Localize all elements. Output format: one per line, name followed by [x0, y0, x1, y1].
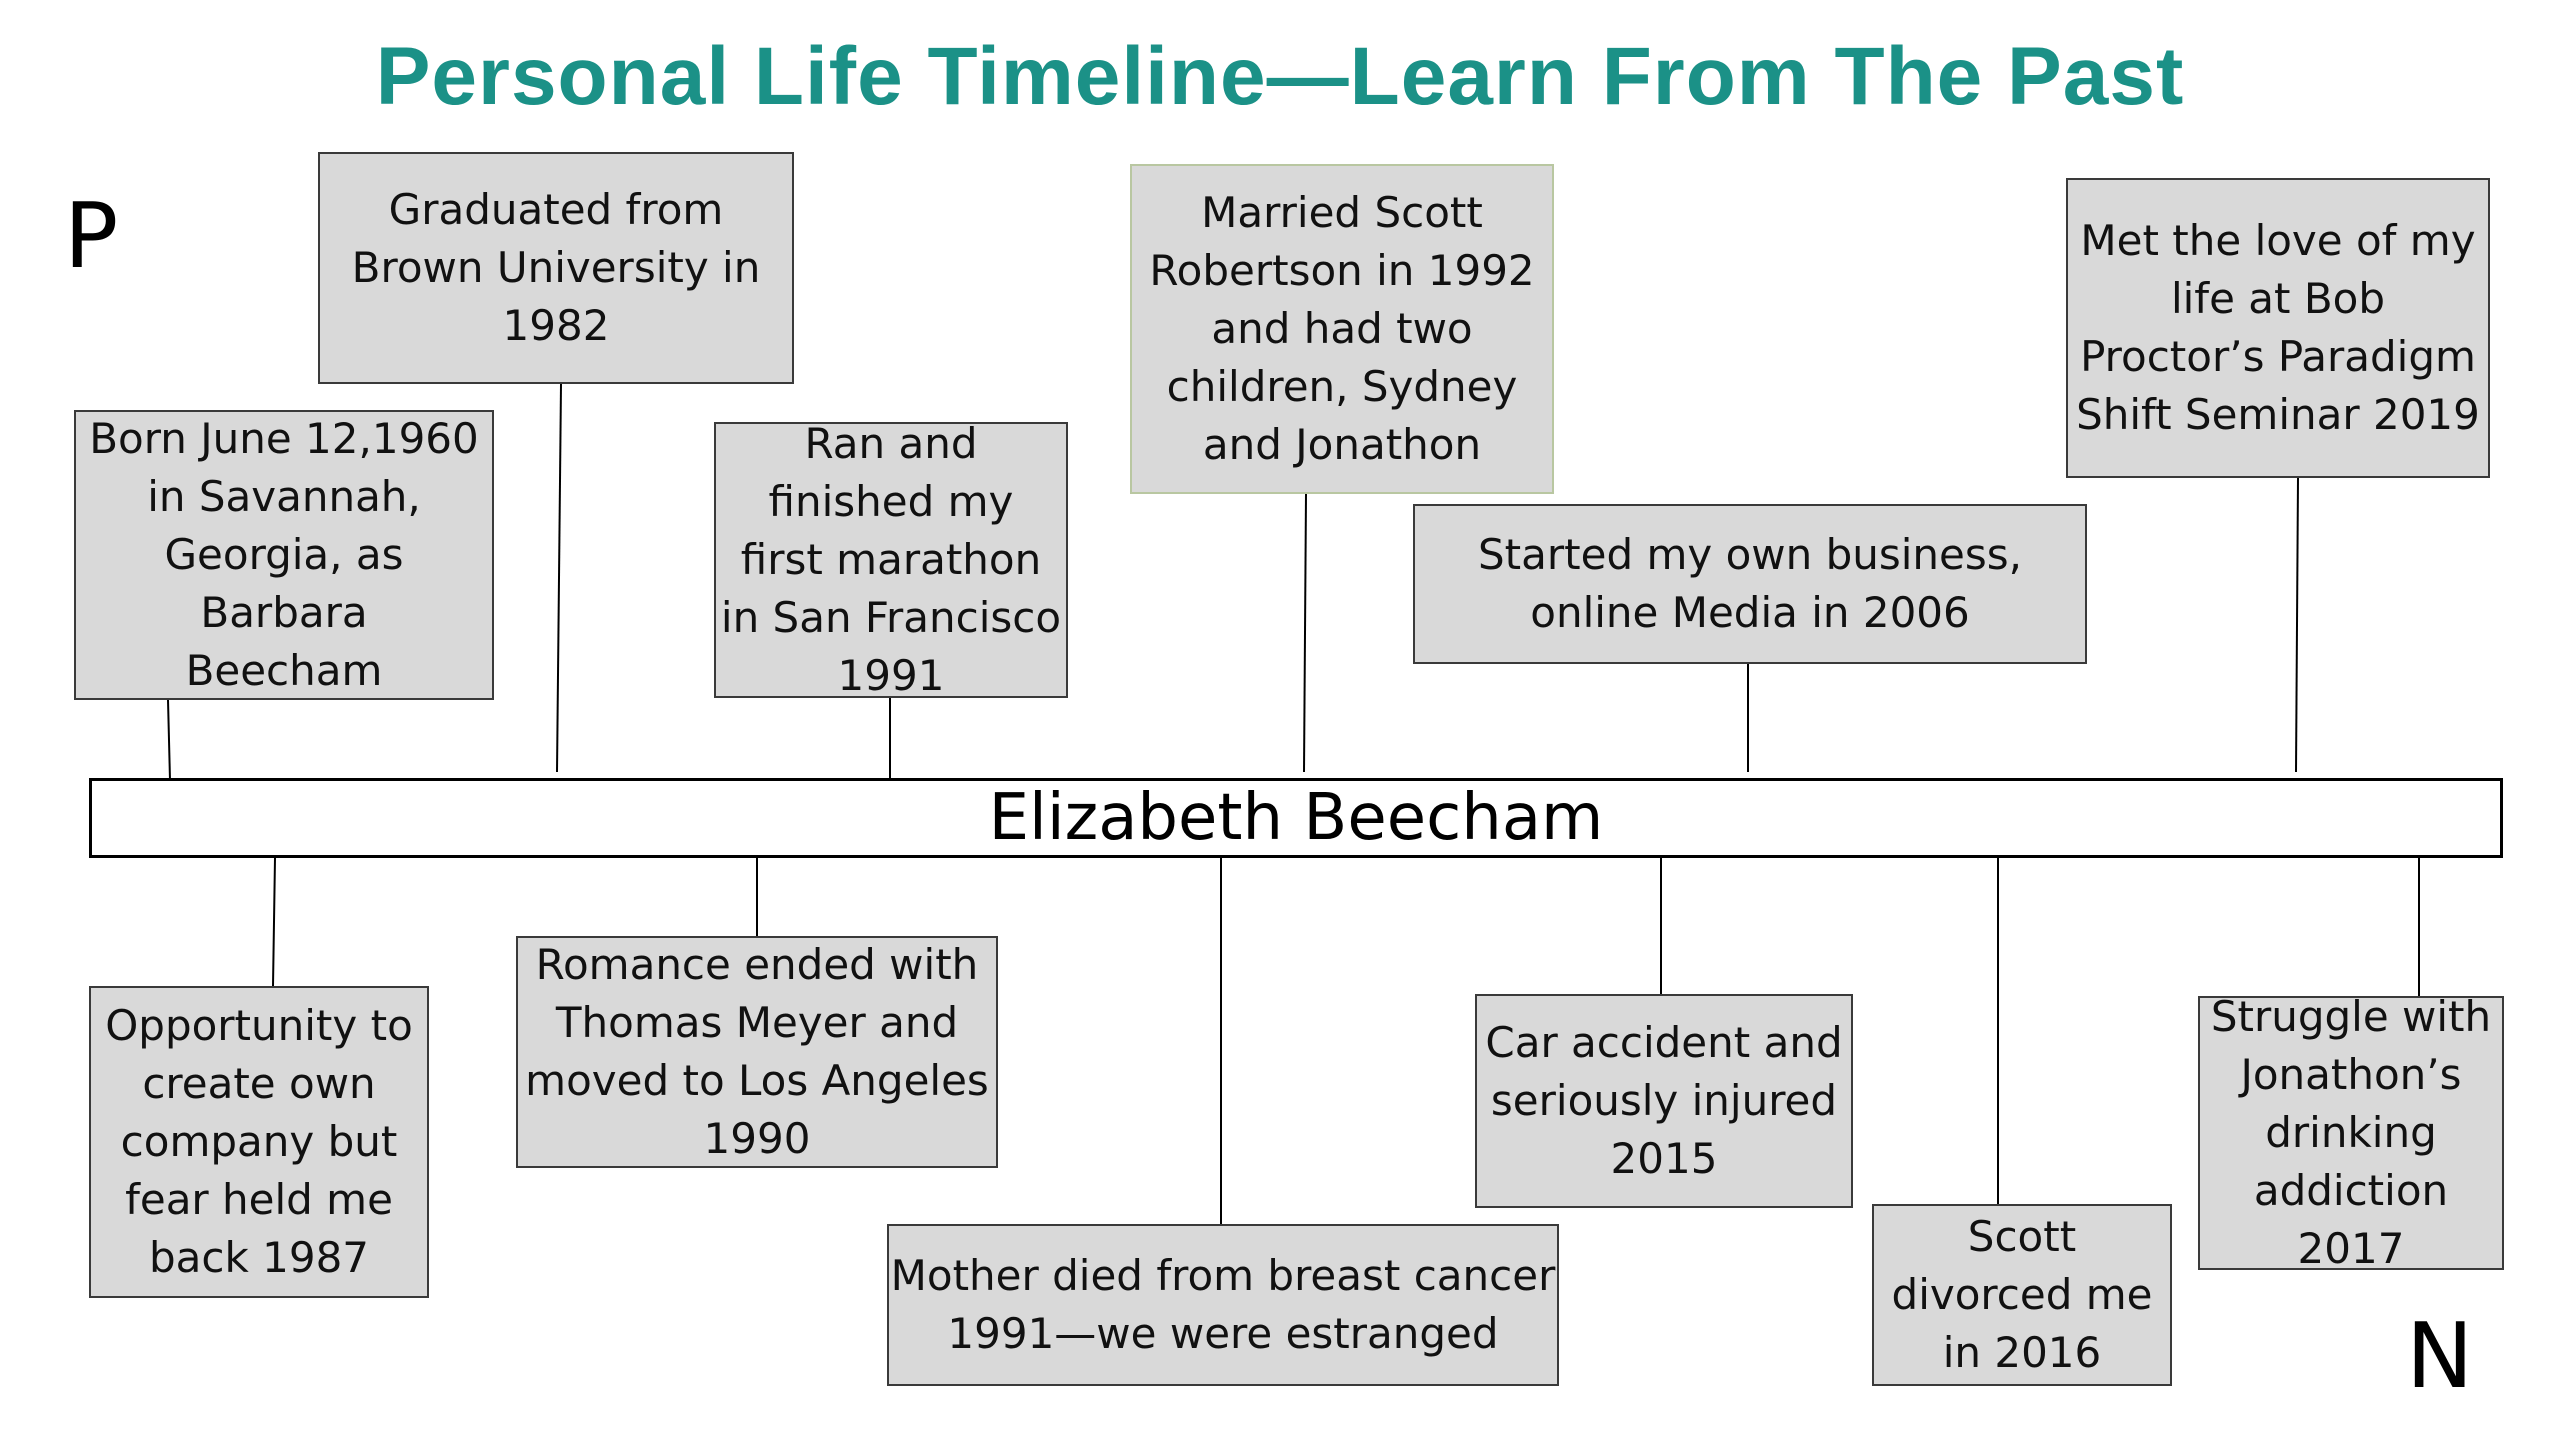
event-text: Married Scott Robertson in 1992 and had … [1149, 188, 1535, 469]
event-box-married: Married Scott Robertson in 1992 and had … [1130, 164, 1554, 494]
event-box-met-love: Met the love of my life at Bob Proctor’s… [2066, 178, 2490, 478]
timeline-bar: Elizabeth Beecham [89, 778, 2503, 858]
event-text: Met the love of my life at Bob Proctor’s… [2076, 216, 2480, 439]
event-box-opportunity: Opportunity to create own company but fe… [89, 986, 429, 1298]
event-box-accident: Car accident and seriously injured 2015 [1475, 994, 1853, 1208]
event-box-struggle: Struggle with Jonathon’s drinking addict… [2198, 992, 2504, 1273]
event-text: Opportunity to create own company but fe… [105, 1001, 413, 1282]
event-box-graduated: Graduated from Brown University in 1982 [318, 152, 794, 384]
event-box-divorce: Scott divorced me in 2016 [1872, 1204, 2172, 1386]
event-text: Romance ended with Thomas Meyer and move… [525, 940, 989, 1163]
connector-met-love [2295, 477, 2299, 773]
event-text: Struggle with Jonathon’s drinking addict… [2210, 992, 2492, 1273]
event-box-born: Born June 12,1960 in Savannah, Georgia, … [74, 410, 494, 700]
connector-opportunity [272, 857, 276, 987]
page-title: Personal Life Timeline—Learn From The Pa… [375, 31, 2185, 122]
connector-graduated [556, 383, 562, 773]
connector-married [1303, 493, 1307, 773]
event-text: Graduated from Brown University in 1982 [351, 185, 761, 350]
event-text: Scott divorced me in 2016 [1891, 1212, 2153, 1377]
connector-born [167, 699, 171, 781]
event-text: Born June 12,1960 in Savannah, Georgia, … [89, 414, 479, 695]
event-text: Started my own business, online Media in… [1478, 530, 2022, 637]
negative-marker: N [2406, 1304, 2474, 1409]
positive-marker: P [64, 184, 119, 289]
event-text: Mother died from breast cancer 1991—we w… [890, 1251, 1556, 1358]
event-box-mother: Mother died from breast cancer 1991—we w… [887, 1224, 1559, 1386]
event-text: Ran and finished my first marathon in Sa… [720, 419, 1062, 700]
event-box-business: Started my own business, online Media in… [1413, 504, 2087, 664]
event-text: Car accident and seriously injured 2015 [1485, 1018, 1843, 1183]
event-box-marathon: Ran and finished my first marathon in Sa… [714, 419, 1068, 700]
event-box-romance: Romance ended with Thomas Meyer and move… [516, 936, 998, 1168]
